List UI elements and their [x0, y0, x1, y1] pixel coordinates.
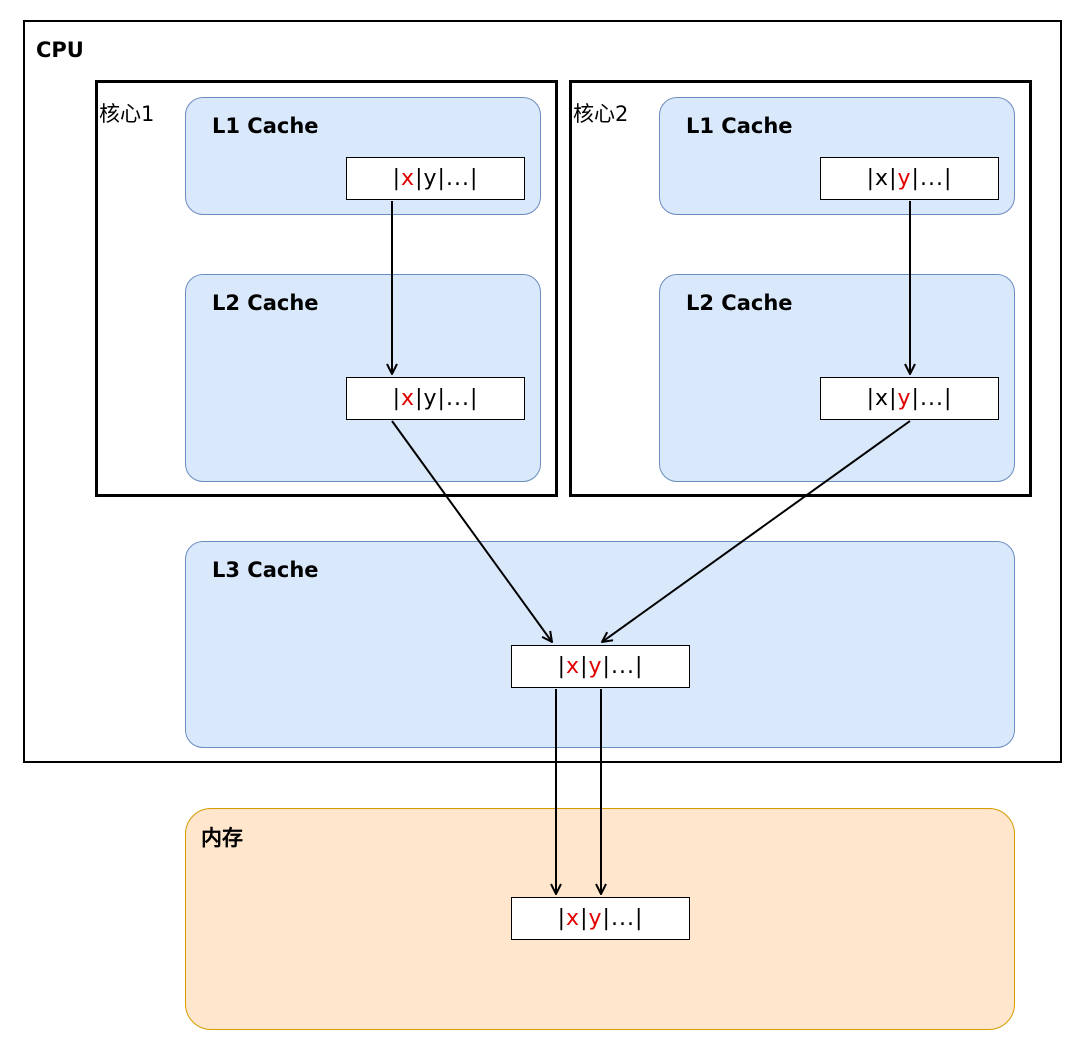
core1-box: [95, 80, 558, 497]
core1-l1-cell: | x | y | ... |: [346, 157, 525, 200]
core1-label: 核心1: [99, 102, 155, 126]
arrow-core2-l2-to-l3: [602, 420, 911, 642]
core2-box: [569, 80, 1032, 497]
core2-l1-cell: | x | y | ... |: [820, 157, 999, 200]
core1-l2-label: L2 Cache: [212, 291, 319, 315]
core1-l2-cell: | x | y | ... |: [346, 377, 525, 420]
arrow-core1-l2-to-l3: [391, 420, 552, 642]
memory-cell: | x | y | ... |: [511, 897, 690, 940]
core2-label: 核心2: [573, 102, 629, 126]
cpu-box: [23, 20, 1062, 763]
l3-label: L3 Cache: [212, 558, 319, 582]
core1-l1-label: L1 Cache: [212, 114, 319, 138]
core2-l2-label: L2 Cache: [686, 291, 793, 315]
memory-label: 内存: [201, 826, 243, 850]
core2-l2-cell: | x | y | ... |: [820, 377, 999, 420]
cpu-label: CPU: [36, 38, 84, 62]
core2-l1-label: L1 Cache: [686, 114, 793, 138]
l3-cell: | x | y | ... |: [511, 645, 690, 688]
